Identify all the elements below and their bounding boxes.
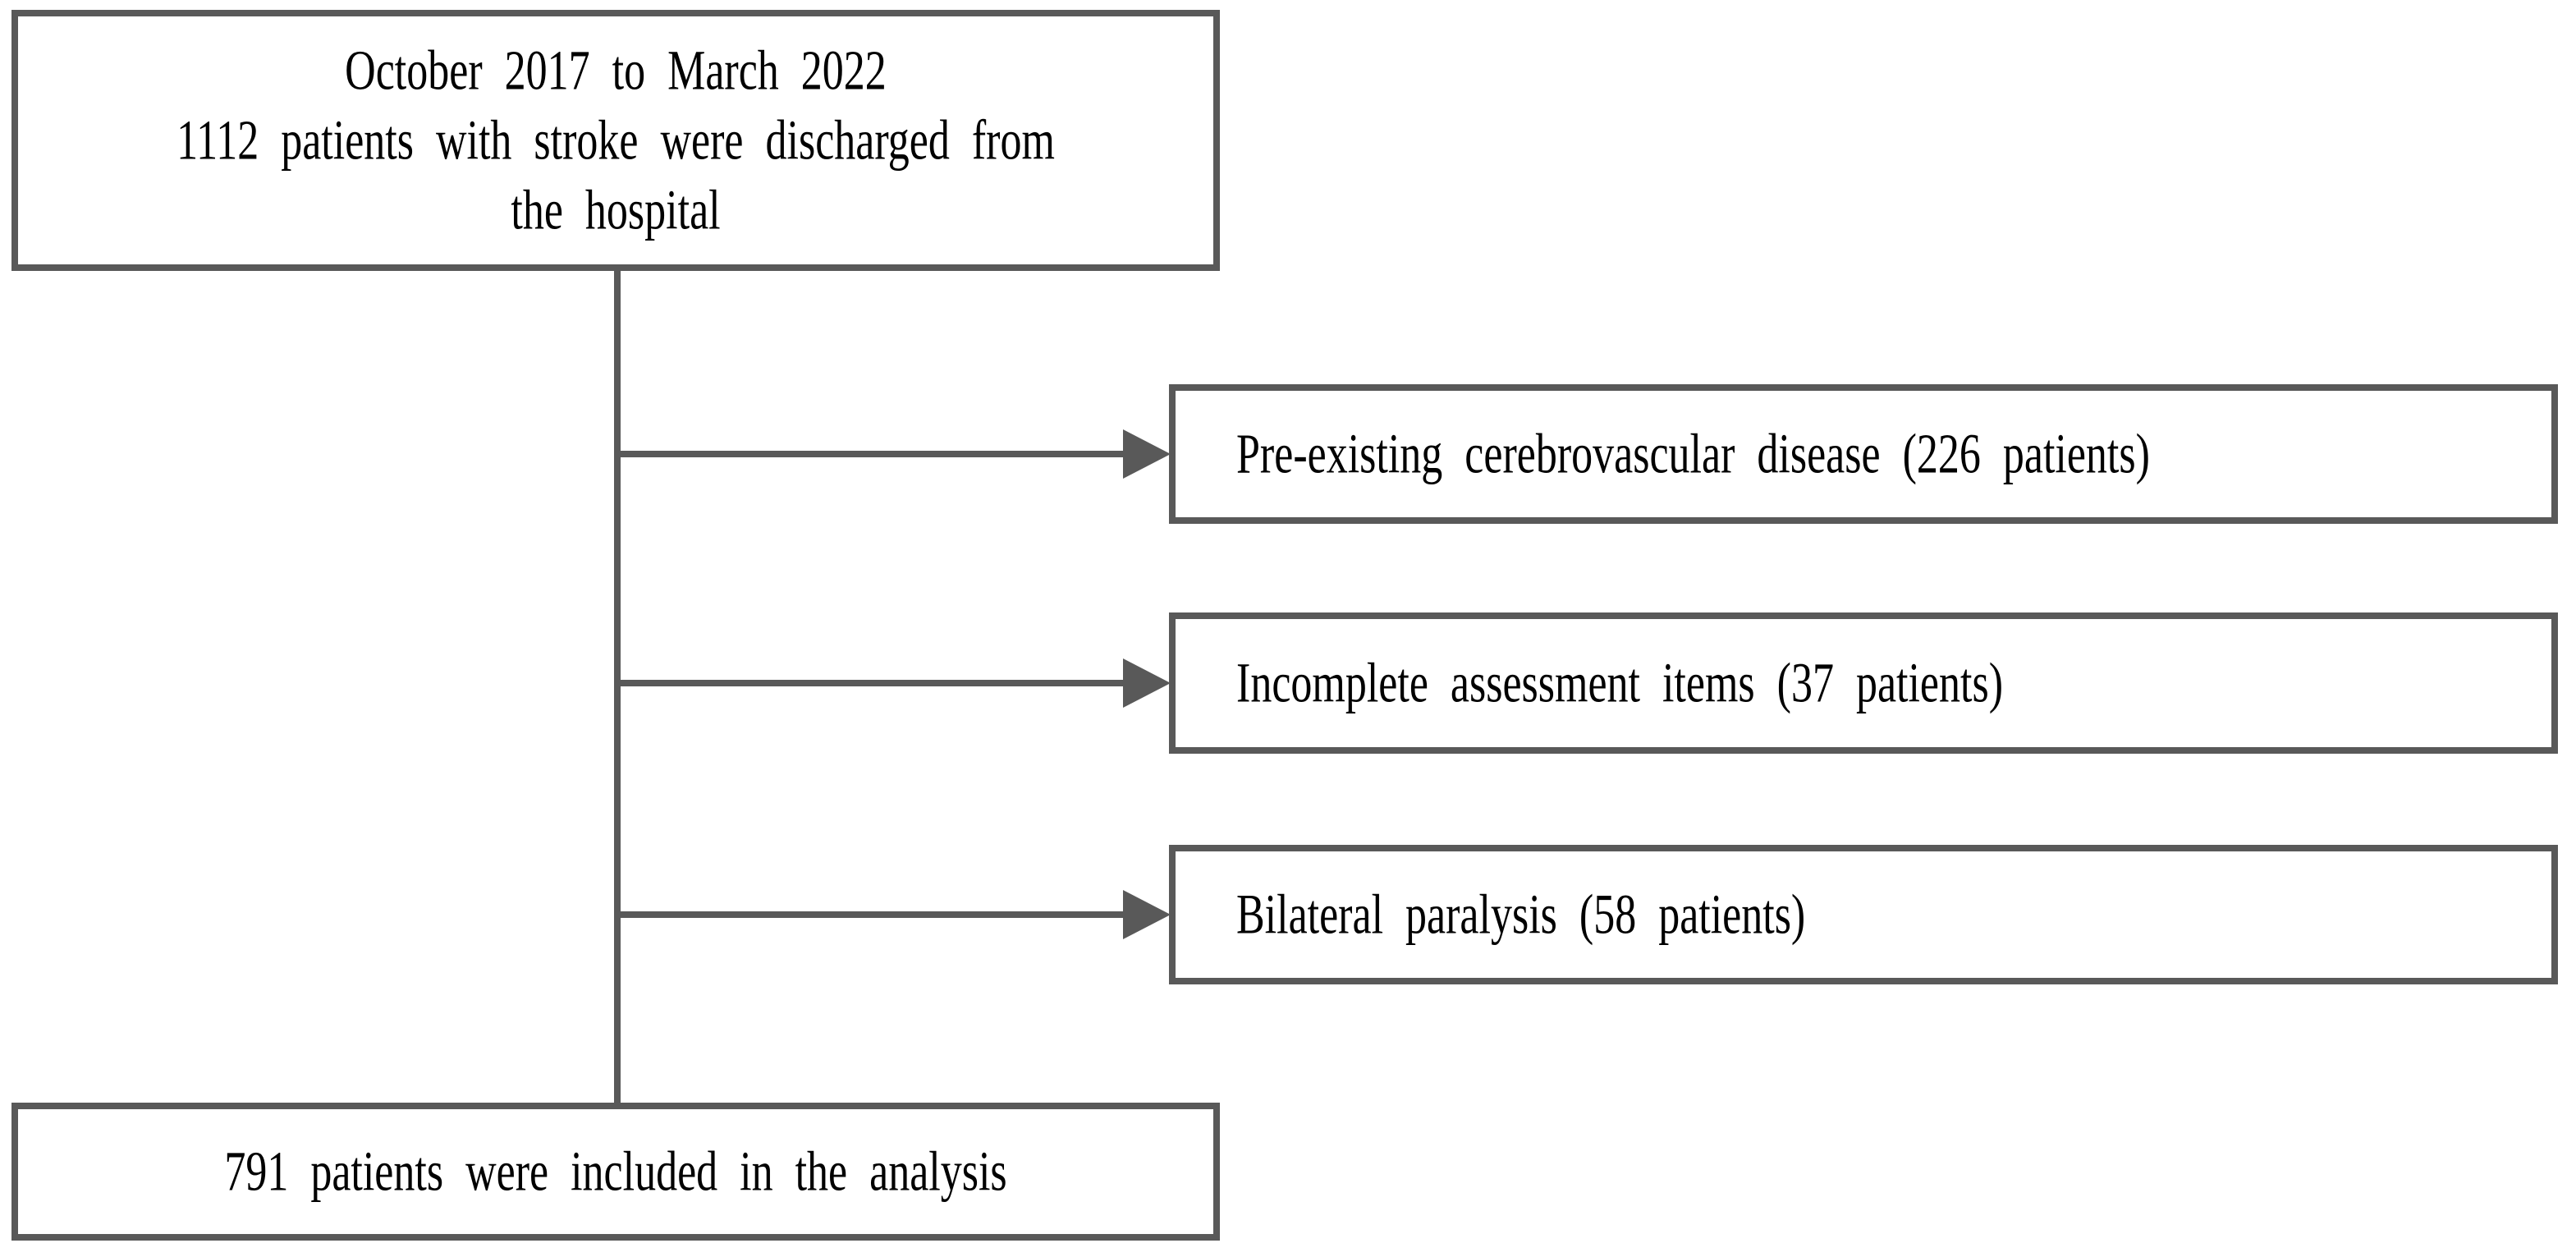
exclusion-box-bilateral-paralysis: Bilateral paralysis (58 patients) (1169, 845, 2558, 984)
exclusion-label: Pre-existing cerebrovascular disease (22… (1236, 423, 2150, 485)
arrowhead-right-icon (1123, 658, 1171, 708)
exclusion-label: Incomplete assessment items (37 patients… (1236, 652, 2004, 714)
arrowhead-right-icon (1123, 429, 1171, 479)
bottom-box-label: 791 patients were included in the analys… (224, 1140, 1007, 1203)
branch-line-exclusion-3 (617, 911, 1125, 918)
exclusion-box-incomplete-assessment: Incomplete assessment items (37 patients… (1169, 612, 2558, 754)
top-box-line-2: 1112 patients with stroke were discharge… (176, 109, 1055, 172)
bottom-box-included-patients: 791 patients were included in the analys… (11, 1103, 1220, 1241)
branch-line-exclusion-1 (617, 451, 1125, 457)
branch-line-exclusion-2 (617, 680, 1125, 686)
top-box-discharged-patients: October 2017 to March 2022 1112 patients… (11, 10, 1220, 271)
exclusion-box-cerebrovascular-disease: Pre-existing cerebrovascular disease (22… (1169, 384, 2558, 524)
arrowhead-right-icon (1123, 890, 1171, 939)
top-box-line-1: October 2017 to March 2022 (345, 39, 887, 102)
vertical-connector-line (614, 268, 621, 1107)
exclusion-label: Bilateral paralysis (58 patients) (1236, 883, 1806, 946)
top-box-line-3: the hospital (511, 179, 721, 241)
